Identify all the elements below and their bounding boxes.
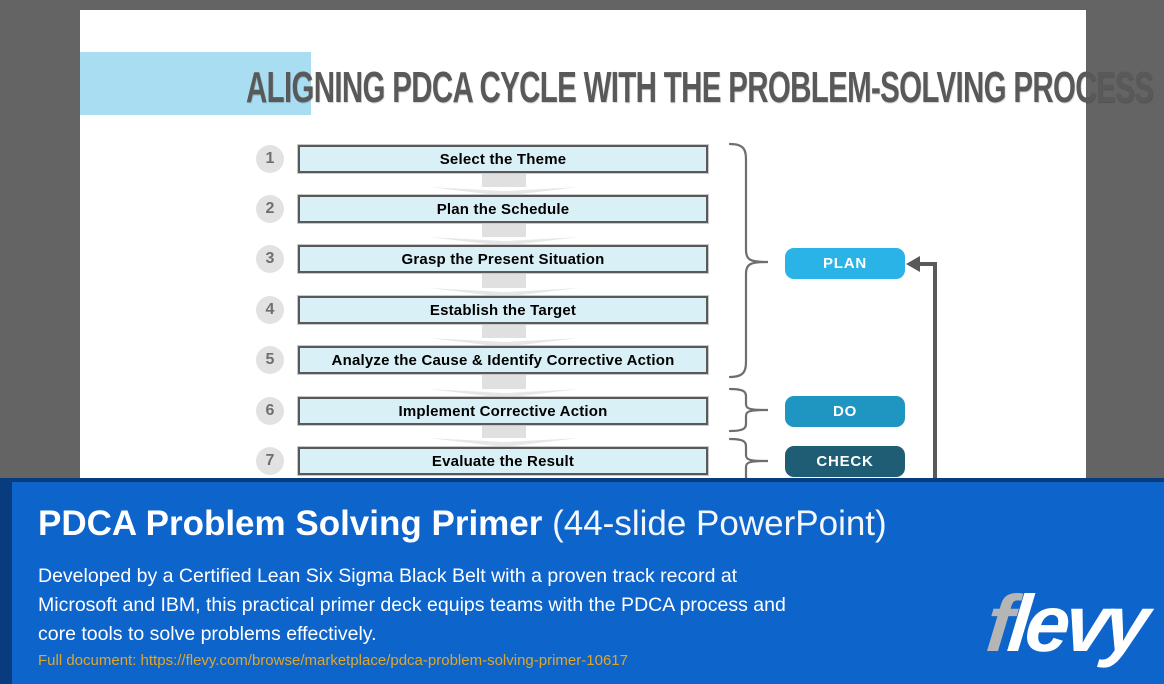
step-box: Grasp the Present Situation — [297, 244, 709, 274]
full-document-link[interactable]: Full document: https://flevy.com/browse/… — [38, 652, 628, 669]
flevy-logo: flevy — [982, 579, 1149, 668]
document-description: Developed by a Certified Lean Six Sigma … — [38, 562, 786, 649]
step-connector-arrow — [429, 223, 579, 246]
check-phase-label: CHECK — [785, 446, 905, 477]
document-title-format: (44-slide PowerPoint) — [542, 504, 887, 543]
step-number-badge: 1 — [256, 145, 284, 173]
step-box: Plan the Schedule — [297, 194, 709, 224]
step-box: Establish the Target — [297, 295, 709, 325]
description-line: Developed by a Certified Lean Six Sigma … — [38, 565, 738, 587]
step-number-badge: 5 — [256, 346, 284, 374]
do-phase-label: DO — [785, 396, 905, 427]
description-line: Microsoft and IBM, this practical primer… — [38, 594, 786, 616]
loop-arrowhead-icon — [906, 256, 920, 272]
step-number-badge: 2 — [256, 195, 284, 223]
plan-phase-label: PLAN — [785, 248, 905, 279]
do-brace — [728, 387, 769, 433]
loop-arrow-vertical-line — [933, 262, 937, 478]
step-number-badge: 6 — [256, 397, 284, 425]
step-connector-arrow — [429, 424, 579, 447]
plan-brace — [728, 142, 769, 379]
title-highlight-block — [80, 52, 311, 115]
step-box: Evaluate the Result — [297, 446, 709, 476]
document-title: PDCA Problem Solving Primer (44-slide Po… — [38, 504, 887, 544]
step-box: Implement Corrective Action — [297, 396, 709, 426]
step-number-badge: 7 — [256, 447, 284, 475]
slide-title: ALIGNING PDCA CYCLE WITH THE PROBLEM-SOL… — [245, 63, 1154, 112]
promo-banner: PDCA Problem Solving Primer (44-slide Po… — [0, 478, 1164, 684]
step-box: Select the Theme — [297, 144, 709, 174]
powerpoint-slide: ALIGNING PDCA CYCLE WITH THE PROBLEM-SOL… — [80, 10, 1154, 493]
step-number-badge: 4 — [256, 296, 284, 324]
step-connector-arrow — [429, 173, 579, 196]
document-title-name: PDCA Problem Solving Primer — [38, 504, 543, 543]
step-connector-arrow — [429, 374, 579, 398]
flevy-logo-levy: levy — [1003, 579, 1149, 668]
step-number-badge: 3 — [256, 245, 284, 273]
banner-left-accent — [0, 482, 12, 684]
step-box: Analyze the Cause & Identify Corrective … — [297, 345, 709, 375]
step-connector-arrow — [429, 324, 579, 347]
description-line: core tools to solve problems effectively… — [38, 623, 377, 645]
step-connector-arrow — [429, 273, 579, 297]
loop-arrow-horizontal-line — [919, 262, 937, 266]
